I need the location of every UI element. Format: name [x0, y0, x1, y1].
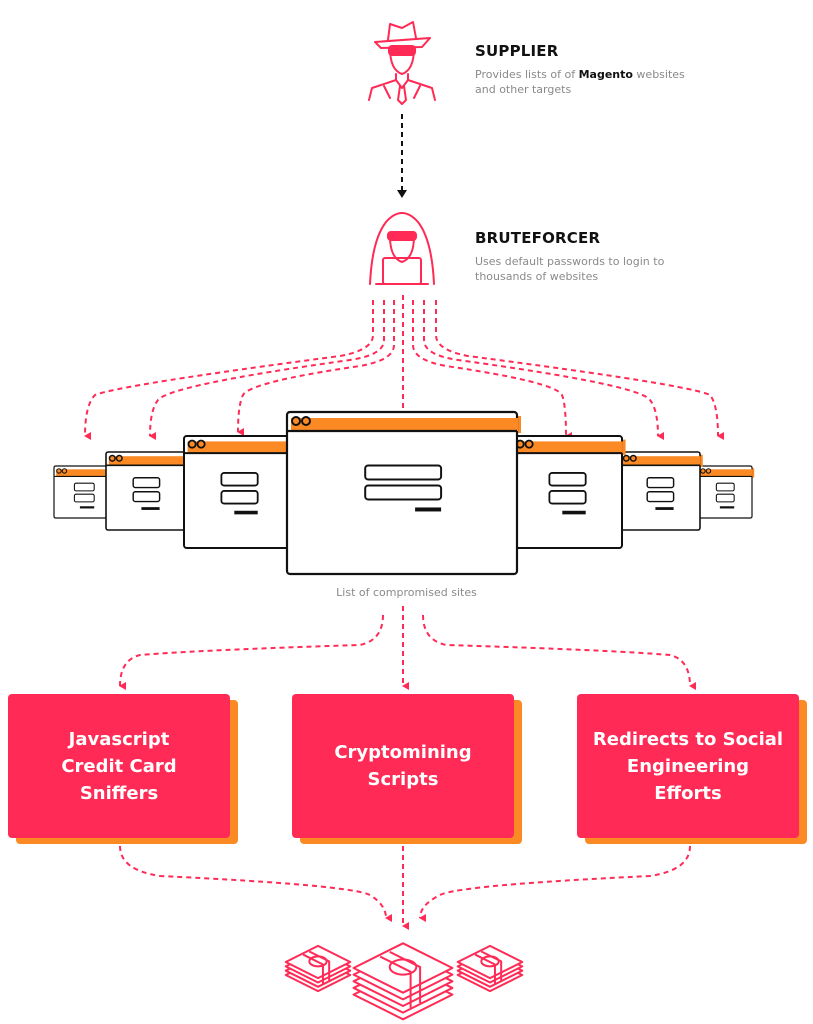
browser-dot: [56, 468, 62, 474]
browser-window: [183, 435, 298, 549]
login-button: [141, 507, 160, 510]
browser-title-bar: [56, 469, 115, 477]
outcome-box-face: Javascript Credit Card Sniffers: [8, 694, 230, 838]
supplier-title: SUPPLIER: [475, 42, 559, 60]
bruteforcer-title: BRUTEFORCER: [475, 229, 601, 247]
bruteforcer-description: Uses default passwords to login to thous…: [475, 255, 665, 283]
login-button: [719, 506, 735, 509]
password-field: [364, 484, 443, 501]
browser-window: [511, 435, 626, 549]
login-field: [220, 472, 259, 487]
browser-window: [53, 465, 117, 519]
login-button: [234, 510, 258, 515]
browser-title-bar: [187, 441, 295, 454]
browser-dot: [705, 468, 712, 474]
browser-window: [619, 451, 703, 531]
outcome-box-face: Cryptomining Scripts: [292, 694, 514, 838]
supplier-desc-text: Provides lists of of: [475, 68, 579, 81]
login-button: [79, 506, 95, 509]
browser-dot: [61, 468, 68, 474]
fanout-line: [149, 300, 385, 441]
outcome-box-credit-card-sniffers: Javascript Credit Card Sniffers: [8, 694, 238, 844]
outcome-box-cryptomining: Cryptomining Scripts: [292, 694, 522, 844]
browser-window: [697, 465, 755, 519]
password-field: [73, 493, 95, 503]
browser-dot: [524, 439, 534, 449]
supplier-spy-icon: [368, 21, 436, 105]
password-field: [132, 491, 161, 503]
login-button: [415, 507, 442, 512]
browser-dot: [115, 454, 123, 462]
browser-title-bar: [291, 418, 518, 431]
login-field: [73, 482, 95, 492]
fanout-line: [237, 300, 395, 437]
fanout-line: [84, 300, 374, 441]
browser-window: [285, 410, 521, 576]
login-field: [715, 482, 735, 492]
browser-dot: [629, 454, 637, 462]
browser-dot: [187, 439, 197, 449]
supplier-desc-text-end: websites and other targets: [475, 68, 685, 96]
browser-dot: [301, 416, 311, 426]
login-button: [562, 510, 586, 515]
login-field: [364, 464, 443, 481]
bruteforcer-hacker-icon: [369, 212, 435, 285]
outcome-label: Cryptomining Scripts: [334, 742, 472, 790]
browser-title-bar: [515, 441, 623, 454]
supplier-description: Provides lists of of Magento websites an…: [475, 67, 705, 97]
money-band: [379, 950, 422, 1008]
money-stack: [284, 944, 352, 993]
browser-window: [105, 451, 189, 531]
fanout-line: [423, 300, 665, 440]
browser-dot: [196, 439, 206, 449]
compromised-sites-caption: List of compromised sites: [336, 586, 477, 599]
browser-title-bar: [108, 456, 187, 466]
browser-dot: [622, 454, 630, 462]
password-field: [220, 490, 259, 505]
money-stack: [456, 944, 524, 993]
login-button: [655, 507, 674, 510]
login-field: [646, 477, 675, 489]
supplier-desc-platform: Magento: [578, 68, 633, 81]
outcome-box-face: Redirects to Social Engineering Efforts: [577, 694, 799, 838]
password-field: [715, 493, 735, 503]
sites-to-outcomes-lines: [119, 606, 697, 691]
browser-title-bar: [622, 456, 701, 466]
login-field: [548, 472, 587, 487]
outcome-label: Javascript Credit Card Sniffers: [61, 728, 177, 804]
money-band: [302, 950, 331, 984]
browser-title-bar: [700, 469, 753, 477]
outcomes-to-money-lines: [119, 845, 691, 930]
money-stack: [352, 942, 454, 1021]
outcome-label: Redirects to Social Engineering Efforts: [592, 728, 784, 804]
supplier-to-bruteforcer-arrow: [397, 114, 407, 198]
login-field: [132, 477, 161, 489]
browser-dot: [108, 454, 116, 462]
compromised-sites-stack: [53, 410, 755, 576]
fanout-line: [412, 300, 573, 440]
outcome-box-social-engineering: Redirects to Social Engineering Efforts: [577, 694, 807, 844]
password-field: [646, 491, 675, 503]
browser-dot: [291, 416, 301, 426]
password-field: [548, 490, 587, 505]
money-stacks-icon: [284, 942, 524, 1021]
money-band: [474, 950, 503, 984]
